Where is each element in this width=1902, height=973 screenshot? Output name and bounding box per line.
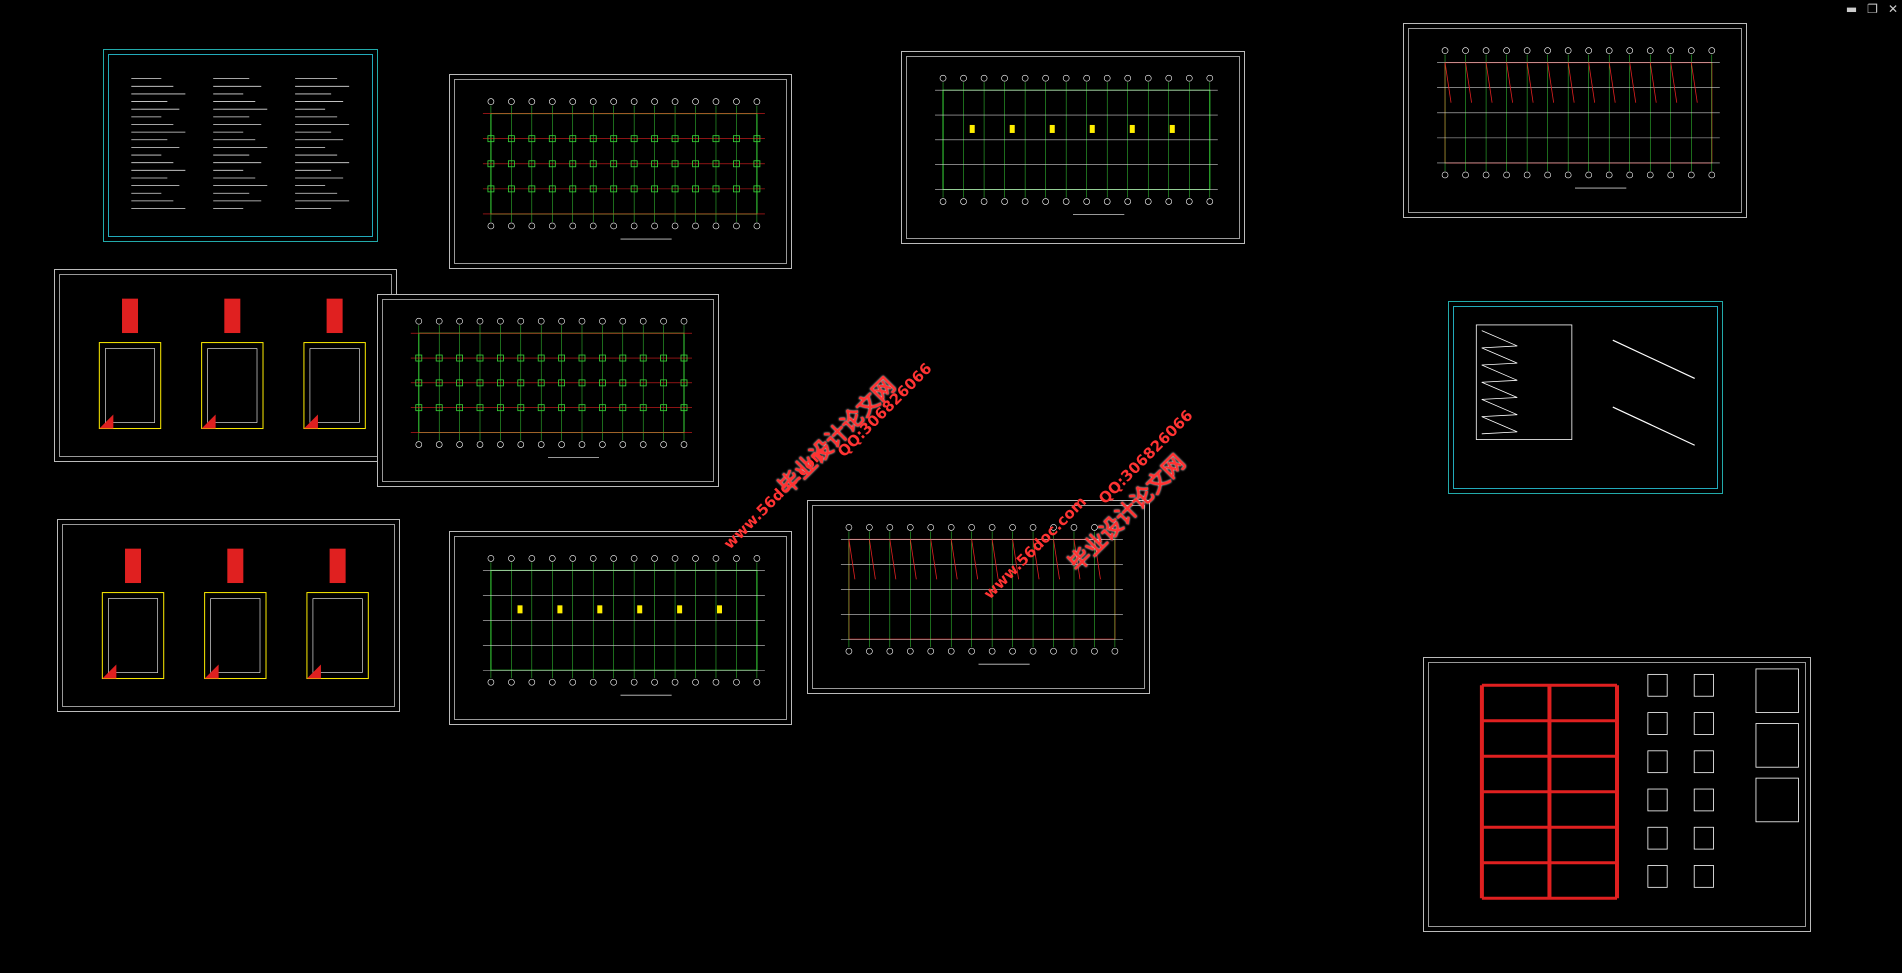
drawing-floor-plan-lower (482, 555, 765, 696)
sheet-foundation-plan[interactable] (377, 294, 719, 487)
drawing-floor-plan-upper (935, 74, 1218, 215)
close-icon[interactable]: ✕ (1887, 2, 1898, 16)
sheet-foundation-detail-1[interactable] (54, 269, 397, 462)
drawing-roof-beam-plan (840, 524, 1123, 665)
window-controls: ▬ ❐ ✕ (1846, 2, 1898, 16)
sheet-floor-plan-lower[interactable] (449, 531, 792, 725)
drawing-frame-elevation (1479, 668, 1799, 900)
sheet-design-notes[interactable] (103, 49, 378, 242)
sheet-floor-plan-upper[interactable] (901, 51, 1245, 244)
drawing-beam-plan (1437, 47, 1720, 189)
drawing-foundation-detail-1 (98, 298, 366, 430)
sheet-stair-detail[interactable] (1448, 301, 1723, 494)
drawing-stair-detail (1475, 324, 1695, 446)
drawing-foundation-detail-2 (101, 548, 369, 680)
drawing-foundation-plan (410, 317, 692, 458)
sheet-column-layout[interactable] (449, 74, 792, 269)
drawing-design-notes (131, 78, 350, 209)
minimize-icon[interactable]: ▬ (1845, 2, 1858, 16)
restore-icon[interactable]: ❐ (1867, 2, 1878, 16)
sheet-foundation-detail-2[interactable] (57, 519, 400, 712)
sheet-roof-beam-plan[interactable] (807, 500, 1150, 694)
sheet-frame-elevation[interactable] (1423, 657, 1811, 932)
sheet-beam-plan[interactable] (1403, 23, 1747, 218)
drawing-column-layout (482, 98, 765, 240)
